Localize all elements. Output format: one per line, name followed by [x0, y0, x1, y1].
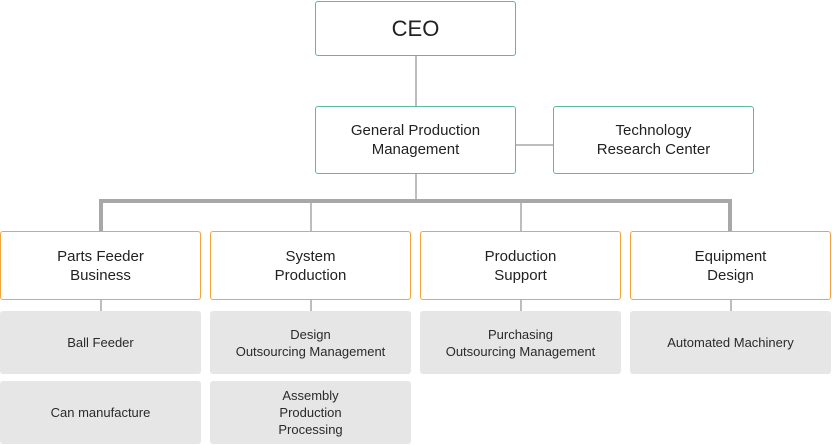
dept-label-line2: Business	[70, 266, 131, 284]
dept-to-sub-connector-4	[730, 299, 732, 311]
trc-label-line2: Research Center	[596, 141, 711, 158]
gpm-label-line2: Management	[371, 141, 460, 158]
technology-research-center-node: Technology Research Center	[553, 106, 754, 174]
dept-label-line1: Parts Feeder	[57, 247, 144, 265]
dept-to-sub-connector-1	[100, 299, 102, 311]
department-distribution-bar	[99, 199, 732, 203]
gpm-to-trc-connector	[516, 144, 554, 146]
trc-label-line1: Technology	[615, 122, 692, 139]
sub-unit-label: Ball Feeder	[67, 335, 134, 350]
sub-unit-purchasing-outsourcing: Purchasing Outsourcing Management	[420, 311, 621, 374]
dept-parts-feeder-business: Parts Feeder Business	[0, 231, 201, 300]
dept-production-support: Production Support	[420, 231, 621, 300]
bar-drop-right	[728, 199, 732, 232]
sub-unit-automated-machinery: Automated Machinery	[630, 311, 831, 374]
bar-drop-system	[310, 203, 312, 232]
sub-unit-label-line3: Processing	[278, 422, 343, 437]
sub-unit-label-line1: Design	[290, 326, 331, 342]
dept-to-sub-connector-3	[520, 299, 522, 311]
sub-unit-label-line2: Outsourcing Management	[445, 343, 596, 359]
general-production-management-node: General Production Management	[315, 106, 516, 174]
sub-unit-label-line2: Production	[279, 405, 342, 420]
bar-drop-support	[520, 203, 522, 232]
dept-system-production: System Production	[210, 231, 411, 300]
gpm-label-line1: General Production	[350, 122, 481, 139]
dept-label-line2: Production	[274, 266, 347, 284]
ceo-to-gpm-connector	[415, 56, 417, 106]
dept-equipment-design: Equipment Design	[630, 231, 831, 300]
dept-label-line2: Design	[707, 266, 754, 284]
sub-unit-label: Automated Machinery	[667, 335, 794, 350]
dept-label-line1: Equipment	[694, 247, 767, 265]
dept-label-line2: Support	[494, 266, 547, 284]
dept-label-line1: System	[285, 247, 336, 265]
sub-unit-label-line2: Outsourcing Management	[235, 343, 386, 359]
gpm-to-bar-connector	[415, 174, 417, 200]
sub-unit-can-manufacture: Can manufacture	[0, 381, 201, 444]
dept-to-sub-connector-2	[310, 299, 312, 311]
sub-unit-label: Can manufacture	[50, 405, 151, 420]
ceo-label: CEO	[391, 15, 440, 41]
ceo-node: CEO	[315, 1, 516, 56]
sub-unit-ball-feeder: Ball Feeder	[0, 311, 201, 374]
dept-label-line1: Production	[484, 247, 557, 265]
bar-drop-left	[99, 199, 103, 232]
sub-unit-label-line1: Assembly	[282, 388, 339, 403]
sub-unit-assembly-production-processing: Assembly Production Processing	[210, 381, 411, 444]
sub-unit-label-line1: Purchasing	[487, 326, 554, 342]
sub-unit-design-outsourcing: Design Outsourcing Management	[210, 311, 411, 374]
